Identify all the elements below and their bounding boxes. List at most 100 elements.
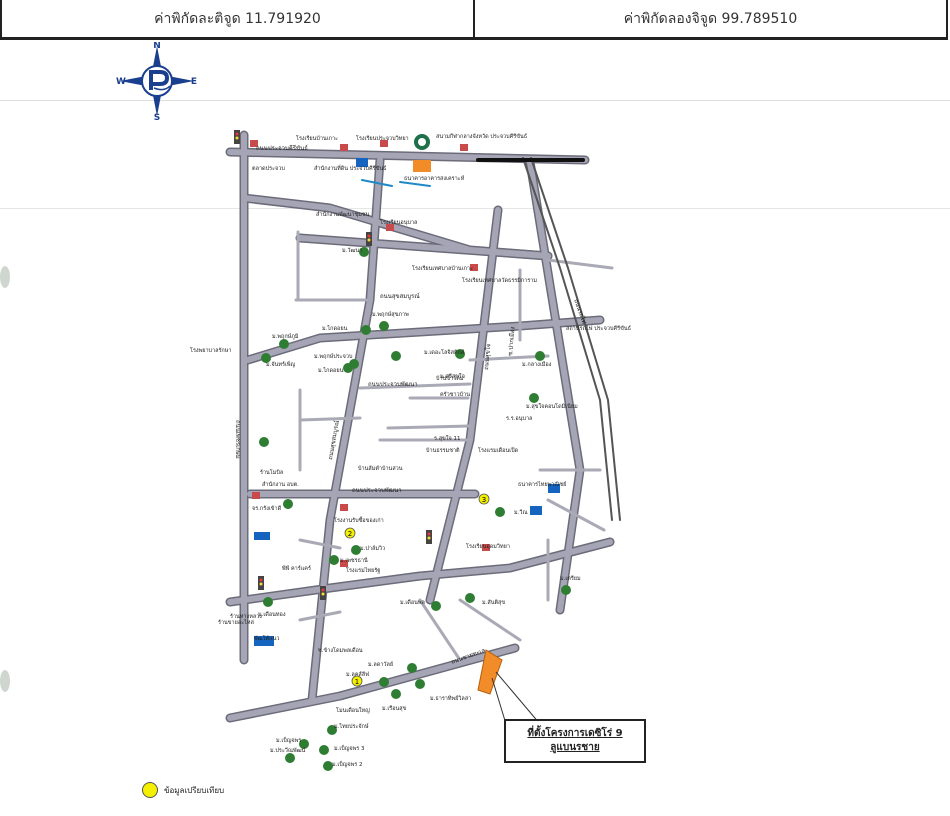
- place-label: ตลาดประจวบ: [252, 165, 285, 172]
- place-label: ม.พฤกษ์ภูมิ: [272, 333, 299, 340]
- place-label: ร้านโมบิล: [260, 468, 283, 476]
- place-label: ม.จันทร์เพ็ญ: [266, 360, 295, 368]
- road-label: ซ.ปากเมือง: [506, 326, 517, 356]
- divider-line: [0, 100, 950, 101]
- road-label: ถนนสุขใจ: [482, 344, 492, 371]
- place-label: ม.ไกดอยน: [318, 367, 344, 374]
- traffic-lights: [234, 130, 432, 600]
- longitude-label: ค่าพิกัดลองจิจูด 99.789510: [623, 10, 798, 27]
- marker-2: [344, 527, 356, 539]
- legend-label: ข้อมูลเปรียบเทียบ: [164, 785, 225, 795]
- edge-smudge: [0, 670, 10, 692]
- place-label: จร.กรังเข้าดี: [252, 505, 282, 512]
- place-label: ม.เดอะโลจิสติกส์: [424, 348, 465, 356]
- place-label: โรงเรียนบ้านเกาะ: [296, 134, 338, 142]
- divider-line-faint: [0, 208, 950, 209]
- place-label: โรงเรียนประจวบวิทยา: [356, 134, 409, 142]
- comparison-markers: 1 2 3: [344, 493, 490, 687]
- place-label: โรงแรมเดือนเป็ด: [478, 446, 519, 454]
- place-label: สำนักงาน อบต.: [262, 481, 299, 488]
- place-label: โมนเดือนใหญ่: [336, 706, 370, 714]
- place-label: ร.ร.อนุบาล: [506, 416, 532, 422]
- place-label: โรงเรียนอนุบาล: [380, 218, 417, 226]
- legend-yellow-dot-icon: [142, 782, 158, 798]
- place-label: ม.ธาราทิพย์วิลล่า: [430, 695, 471, 702]
- place-label: สำนักงานพัฒนาชุมชน: [316, 211, 370, 218]
- site-title-line1: ที่ตั้งโครงการเดซิโร่ 9: [527, 728, 623, 739]
- place-label: ม.เรือนสุข: [382, 705, 407, 712]
- place-label: ม.พฤกษ์ประจวบ: [314, 353, 353, 360]
- place-label: ม.กลางเมือง: [522, 361, 552, 368]
- location-map: 1 2 3 ถนนประจวบคีรีขันธ์ถนนสุขสมบูรณ์ถนน…: [190, 130, 631, 771]
- edge-smudge: [0, 266, 10, 288]
- site-pointer-lines: [491, 671, 541, 725]
- place-label: ครัวชาวบ้าน: [440, 391, 470, 398]
- bank-icons: [254, 158, 560, 646]
- place-label: ร้านขายอะไหล่: [218, 619, 254, 626]
- place-label: ม.สันติสุข: [482, 599, 505, 606]
- marker-2-label: 2: [348, 530, 352, 538]
- place-label: ม.เพชรธานี: [340, 557, 368, 564]
- place-label: ม.ไทยประจักษ์: [334, 723, 369, 730]
- compass-logo-icon: N S W E: [116, 42, 197, 120]
- place-label: ธนาคารไทยพาณิชย์: [518, 481, 566, 488]
- place-label: ร.สุขใจ 11: [434, 435, 460, 442]
- place-label: ม.วัฒนา: [342, 247, 362, 254]
- place-label: สำนักงานที่ดิน ประจวบคีรีขันธ์: [314, 164, 387, 172]
- place-label: โรงเรียนอุดมวิทยา: [466, 542, 510, 550]
- compass-south: S: [154, 113, 160, 120]
- place-label: ม.วีณ: [514, 509, 528, 516]
- longitude-cell: ค่าพิกัดลองจิจูด 99.789510: [473, 0, 946, 37]
- place-label: สนามกีฬากลางจังหวัด ประจวบคีรีขันธ์: [436, 133, 527, 140]
- road-label: ถนนประจวบพัฒนา: [368, 381, 418, 388]
- marker-1-label: 1: [355, 678, 359, 686]
- place-label: ม.เดือนพล: [400, 599, 425, 606]
- place-label: พีพี คาร์แคร์: [282, 565, 311, 572]
- road-label: ถนนเพชรเกษม: [234, 420, 241, 459]
- compass-east: E: [191, 77, 197, 87]
- place-label: ม.เบ็ญจพร 3: [334, 744, 365, 752]
- road-label: ถนนสุขสมบูรณ์: [380, 292, 420, 300]
- place-label: ม.ลุคส์ลีฟ: [346, 671, 369, 678]
- place-label: ม.เบ็ญจพร: [276, 736, 301, 744]
- compass-west: W: [116, 77, 126, 87]
- direction-arrows: [361, 179, 431, 187]
- map-legend: ข้อมูลเปรียบเทียบ: [142, 782, 224, 798]
- latitude-label: ค่าพิกัดละติจูด 11.791920: [154, 10, 321, 27]
- place-label: ร้านทางหลวง: [230, 613, 262, 620]
- minor-roads: [294, 230, 614, 662]
- place-label: บ้านข้าวต้ม: [436, 375, 464, 382]
- place-label: บ้านธรรมชาติ: [426, 447, 460, 454]
- place-label: ม.เตรียม: [560, 575, 581, 582]
- building-icons: [250, 140, 490, 567]
- place-label: บ้านส้มตำบ้านสวน: [358, 465, 403, 472]
- place-label: ม.ศรีสุขใจ: [440, 373, 465, 380]
- tree-icons: [259, 247, 571, 771]
- road-label: ถนนประจวบคีรีขันธ์: [256, 144, 308, 152]
- place-label: ม.ประวีณพัฒน์: [270, 747, 306, 754]
- coordinate-header: ค่าพิกัดละติจูด 11.791920 ค่าพิกัดลองจิจ…: [0, 0, 948, 40]
- road-label: ถนนประจวบพัฒนา: [352, 487, 402, 494]
- marker-3: [478, 493, 490, 505]
- place-label: สถานีรถไฟ ประจวบคีรีขันธ์: [566, 325, 631, 332]
- project-site-label: ที่ตั้งโครงการเดซิโร่ 9 ลูแบนรชาย: [504, 719, 646, 763]
- place-label: ม.ลดาวัลย์: [368, 661, 393, 668]
- place-label: ม.เดือนทอง: [258, 611, 286, 618]
- marker-3-label: 3: [482, 496, 486, 504]
- place-label: ซ.ข้างโดมพลเดือน: [318, 646, 363, 654]
- place-label: โรงงานรับซื้อของเก่า: [334, 516, 384, 524]
- place-label: พัฒโต้แนว: [254, 634, 280, 642]
- stadium-icon: [414, 134, 430, 150]
- place-label: ม.ไกดอยน: [322, 325, 348, 332]
- place-label: โรงแรมไทยรัฐ: [346, 566, 380, 574]
- project-site-marker: [477, 649, 503, 695]
- site-title-line2: ลูแบนรชาย: [550, 742, 600, 753]
- place-label: ม.ปาล์มวิว: [360, 545, 385, 552]
- place-label: โรงเรียนเทศบาลวัดธรรมิการาม: [462, 276, 537, 284]
- place-label: ม.เบ็ญจพร 2: [332, 760, 362, 768]
- place-label: โรงเรียนเทศบาลบ้านเกาะ: [412, 264, 473, 272]
- compass-north: N: [153, 42, 161, 51]
- marker-1: [351, 675, 363, 687]
- place-label: ม.สุขใจคอนโดมิเนียม: [526, 402, 578, 410]
- latitude-cell: ค่าพิกัดละติจูด 11.791920: [2, 0, 473, 37]
